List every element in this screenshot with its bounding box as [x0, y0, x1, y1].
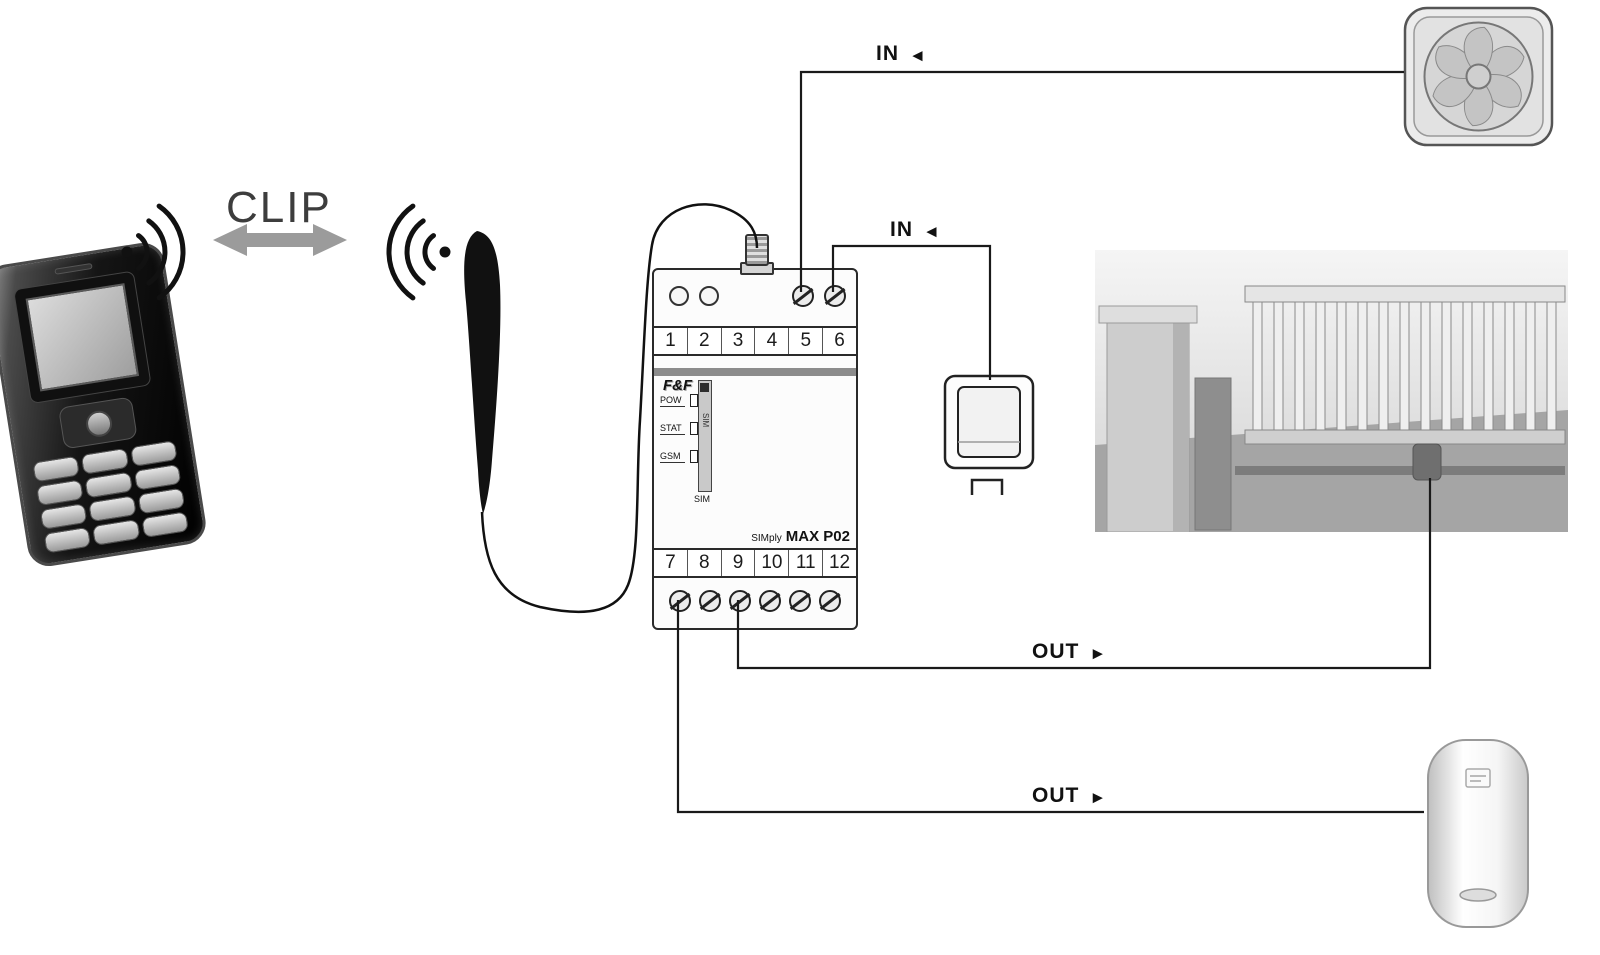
gsm-led-icon: [690, 450, 698, 463]
in-label-switch: IN ◄: [890, 218, 941, 242]
gsm-antenna: [464, 231, 501, 514]
terminal-number: 2: [688, 328, 722, 354]
led-row-gsm: GSM: [660, 450, 698, 463]
wire-out-heater: [676, 600, 1424, 814]
out-label-text: OUT: [1032, 640, 1080, 663]
terminal-number: 9: [722, 550, 756, 576]
screw-terminal-6: [824, 285, 846, 307]
radio-waves-antenna-icon: [386, 203, 451, 301]
out-label-heater: OUT ►: [1032, 784, 1107, 808]
model-name: MAX P02: [785, 528, 850, 545]
terminal-row-bottom: 7 8 9 10 11 12: [654, 548, 856, 578]
terminal-number: 10: [755, 550, 790, 576]
gate-motor: [1412, 443, 1442, 481]
sim-card-slot: SIM: [698, 380, 712, 492]
terminal-number: 12: [828, 552, 851, 573]
module-brand-logo: F&F: [663, 377, 693, 394]
led-row-stat: STAT: [660, 422, 698, 435]
phone-nav-button: [84, 408, 114, 439]
clip-label: CLIP: [226, 183, 332, 232]
screw-terminal-11: [789, 590, 811, 612]
wall-push-switch-icon: [940, 368, 1044, 508]
led-label: GSM: [660, 451, 685, 463]
arrow-left-icon: ◄: [923, 221, 941, 241]
terminal-number: 8: [688, 550, 722, 576]
pow-led-icon: [690, 394, 698, 407]
arrow-right-icon: ►: [1089, 643, 1108, 663]
led-label: STAT: [660, 423, 685, 435]
out-label-gate: OUT ►: [1032, 640, 1107, 664]
sim-card-label: SIM: [701, 413, 710, 428]
terminal-number: 11: [789, 550, 824, 576]
phone-screen: [25, 283, 140, 392]
out-label-text: OUT: [1032, 784, 1080, 807]
sliding-gate-image: [1095, 250, 1568, 537]
bidirectional-arrow-icon: [213, 224, 347, 256]
module-stripe: [654, 368, 856, 376]
mounting-hole: [669, 286, 689, 306]
terminal-number: 1: [654, 328, 688, 354]
stat-led-icon: [690, 422, 698, 435]
antenna-connector: [745, 234, 769, 266]
terminal-row-top: 1 2 3 4 5 6: [654, 326, 856, 356]
terminal-number: 5: [789, 328, 824, 354]
terminal-number: 3: [722, 328, 756, 354]
in-label-text: IN: [890, 218, 913, 241]
screw-terminal-7: [669, 590, 691, 612]
screw-terminal-12: [819, 590, 841, 612]
model-prefix: SIMply: [751, 533, 782, 544]
phone-screen-bezel: [12, 270, 152, 405]
sim-slot-label: SIM: [694, 494, 711, 504]
terminal-number: 7: [654, 550, 688, 576]
module-model-label: SIMply MAX P02: [751, 528, 850, 545]
ventilation-fan-icon: [1402, 5, 1555, 153]
relay-module: 1 2 3 4 5 6 F&F POW STAT GSM SIM SIM SI: [652, 268, 858, 630]
screw-terminal-10: [759, 590, 781, 612]
screw-terminal-5: [792, 285, 814, 307]
arrow-right-icon: ►: [1089, 787, 1108, 807]
sim-chip-icon: [700, 383, 709, 392]
terminal-number: 6: [834, 330, 845, 351]
led-row-pow: POW: [660, 394, 698, 407]
screw-terminal-8: [699, 590, 721, 612]
mobile-phone: [0, 239, 209, 570]
arrow-left-icon: ◄: [909, 45, 927, 65]
water-heater-icon: [1423, 735, 1533, 937]
in-label-text: IN: [876, 42, 899, 65]
mounting-hole: [699, 286, 719, 306]
led-label: POW: [660, 395, 685, 407]
push-button-symbol: [970, 478, 1004, 495]
in-label-fan: IN ◄: [876, 42, 927, 66]
terminal-number: 4: [755, 328, 790, 354]
screw-terminal-9: [729, 590, 751, 612]
